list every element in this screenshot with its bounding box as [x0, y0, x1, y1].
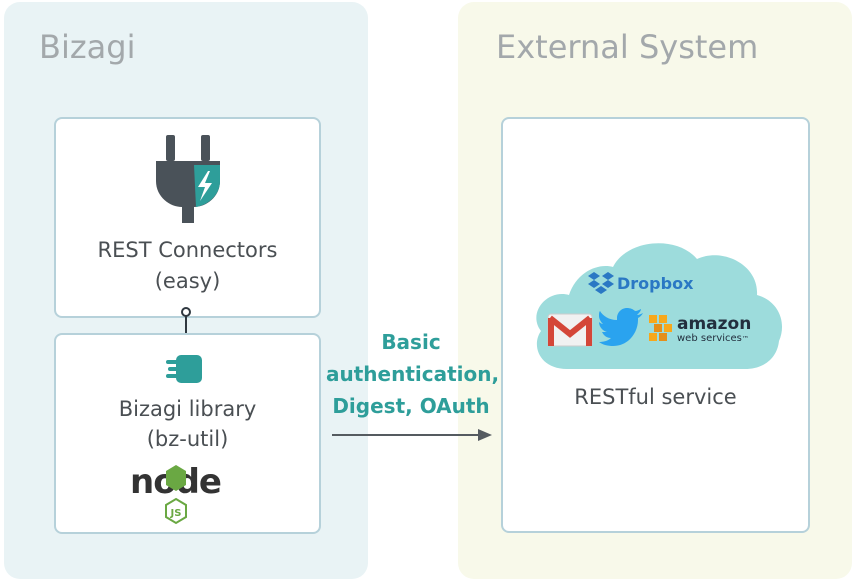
aws-icon	[649, 315, 672, 341]
auth-methods-label: Basic authentication, Digest, OAuth	[326, 326, 500, 422]
auth-line-1: Basic	[381, 330, 441, 354]
aws-tm: ™	[741, 335, 749, 343]
amazon-label: amazon	[677, 314, 752, 334]
flow-arrow	[332, 429, 492, 441]
aws-sub-label: web services™	[677, 333, 749, 345]
dropbox-icon	[588, 272, 614, 294]
library-module-icon	[166, 355, 202, 383]
external-system-panel-title: External System	[496, 28, 759, 66]
nodejs-logo: node JS	[130, 462, 222, 525]
aws-sub-text: web services	[677, 333, 742, 344]
rest-connectors-sublabel: (easy)	[154, 269, 221, 293]
dropbox-label: Dropbox	[617, 274, 694, 293]
bizagi-library-sublabel: (bz-util)	[146, 427, 229, 451]
gmail-icon	[547, 313, 593, 347]
auth-line-3: Digest, OAuth	[332, 394, 490, 418]
rest-connectors-label: REST Connectors	[97, 238, 278, 262]
plug-icon	[156, 135, 220, 223]
auth-line-2: authentication,	[326, 362, 500, 386]
restful-service-box: Dropbox amazon web services™ RESTful ser…	[501, 117, 810, 533]
bizagi-panel-title: Bizagi	[39, 28, 136, 66]
cloud-icon	[536, 243, 783, 369]
bizagi-library-box: Bizagi library (bz-util) node JS	[54, 333, 321, 534]
twitter-icon	[599, 308, 643, 346]
bizagi-library-label: Bizagi library	[118, 397, 257, 421]
restful-service-label: RESTful service	[574, 385, 737, 409]
nodejs-badge-text: JS	[170, 508, 182, 519]
rest-connectors-box: REST Connectors (easy)	[54, 117, 321, 318]
